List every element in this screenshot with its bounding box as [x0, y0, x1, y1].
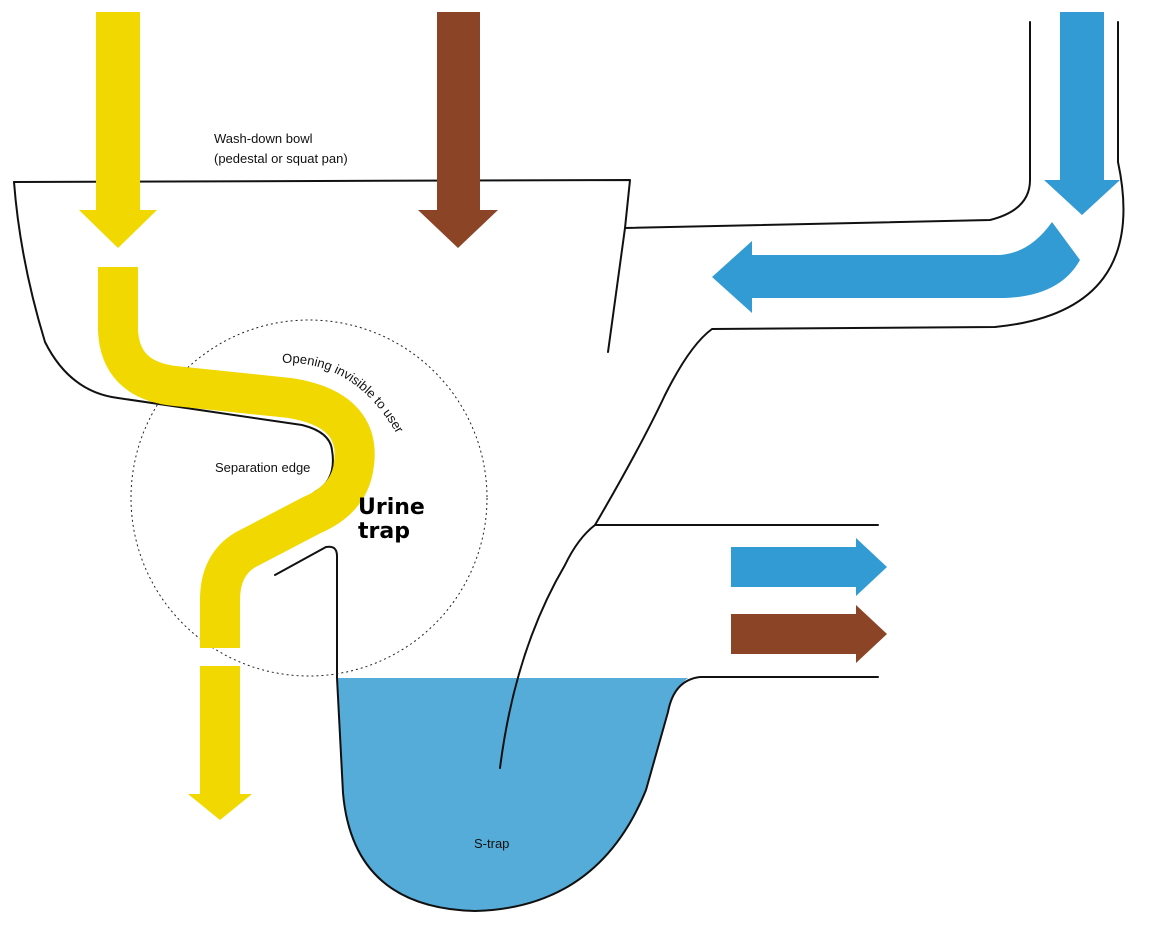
bowl-inner-wall [13, 181, 334, 538]
s-trap-label: S-trap [474, 836, 509, 851]
urine-outflow-arrow [188, 666, 252, 820]
urine-trap-label-line1: Urine [358, 495, 425, 520]
feces-outflow-arrow [731, 605, 887, 663]
flush-water-down-arrow [1044, 12, 1120, 215]
urine-trap-label-line2: trap [358, 519, 410, 544]
separation-edge-label: Separation edge [215, 460, 310, 475]
separation-lower-edge [274, 545, 338, 679]
flush-water-curved-arrow [712, 222, 1080, 313]
urine-channel [98, 267, 375, 648]
flush-pipe-outer [594, 21, 1125, 526]
urine-trap-detail-circle [130, 319, 488, 677]
feces-inflow-arrow [418, 12, 498, 248]
bowl-outline [13, 179, 631, 353]
s-trap-water [337, 678, 688, 911]
s-trap-inner-weir [499, 524, 879, 769]
bowl-label-line2: (pedestal or squat pan) [214, 151, 348, 166]
flush-pipe-inner [624, 21, 1031, 229]
urine-inflow-arrow [79, 12, 157, 248]
s-trap-outline [336, 676, 879, 912]
bowl-label-line1: Wash-down bowl [214, 131, 313, 146]
flush-water-outflow-arrow [731, 538, 887, 596]
